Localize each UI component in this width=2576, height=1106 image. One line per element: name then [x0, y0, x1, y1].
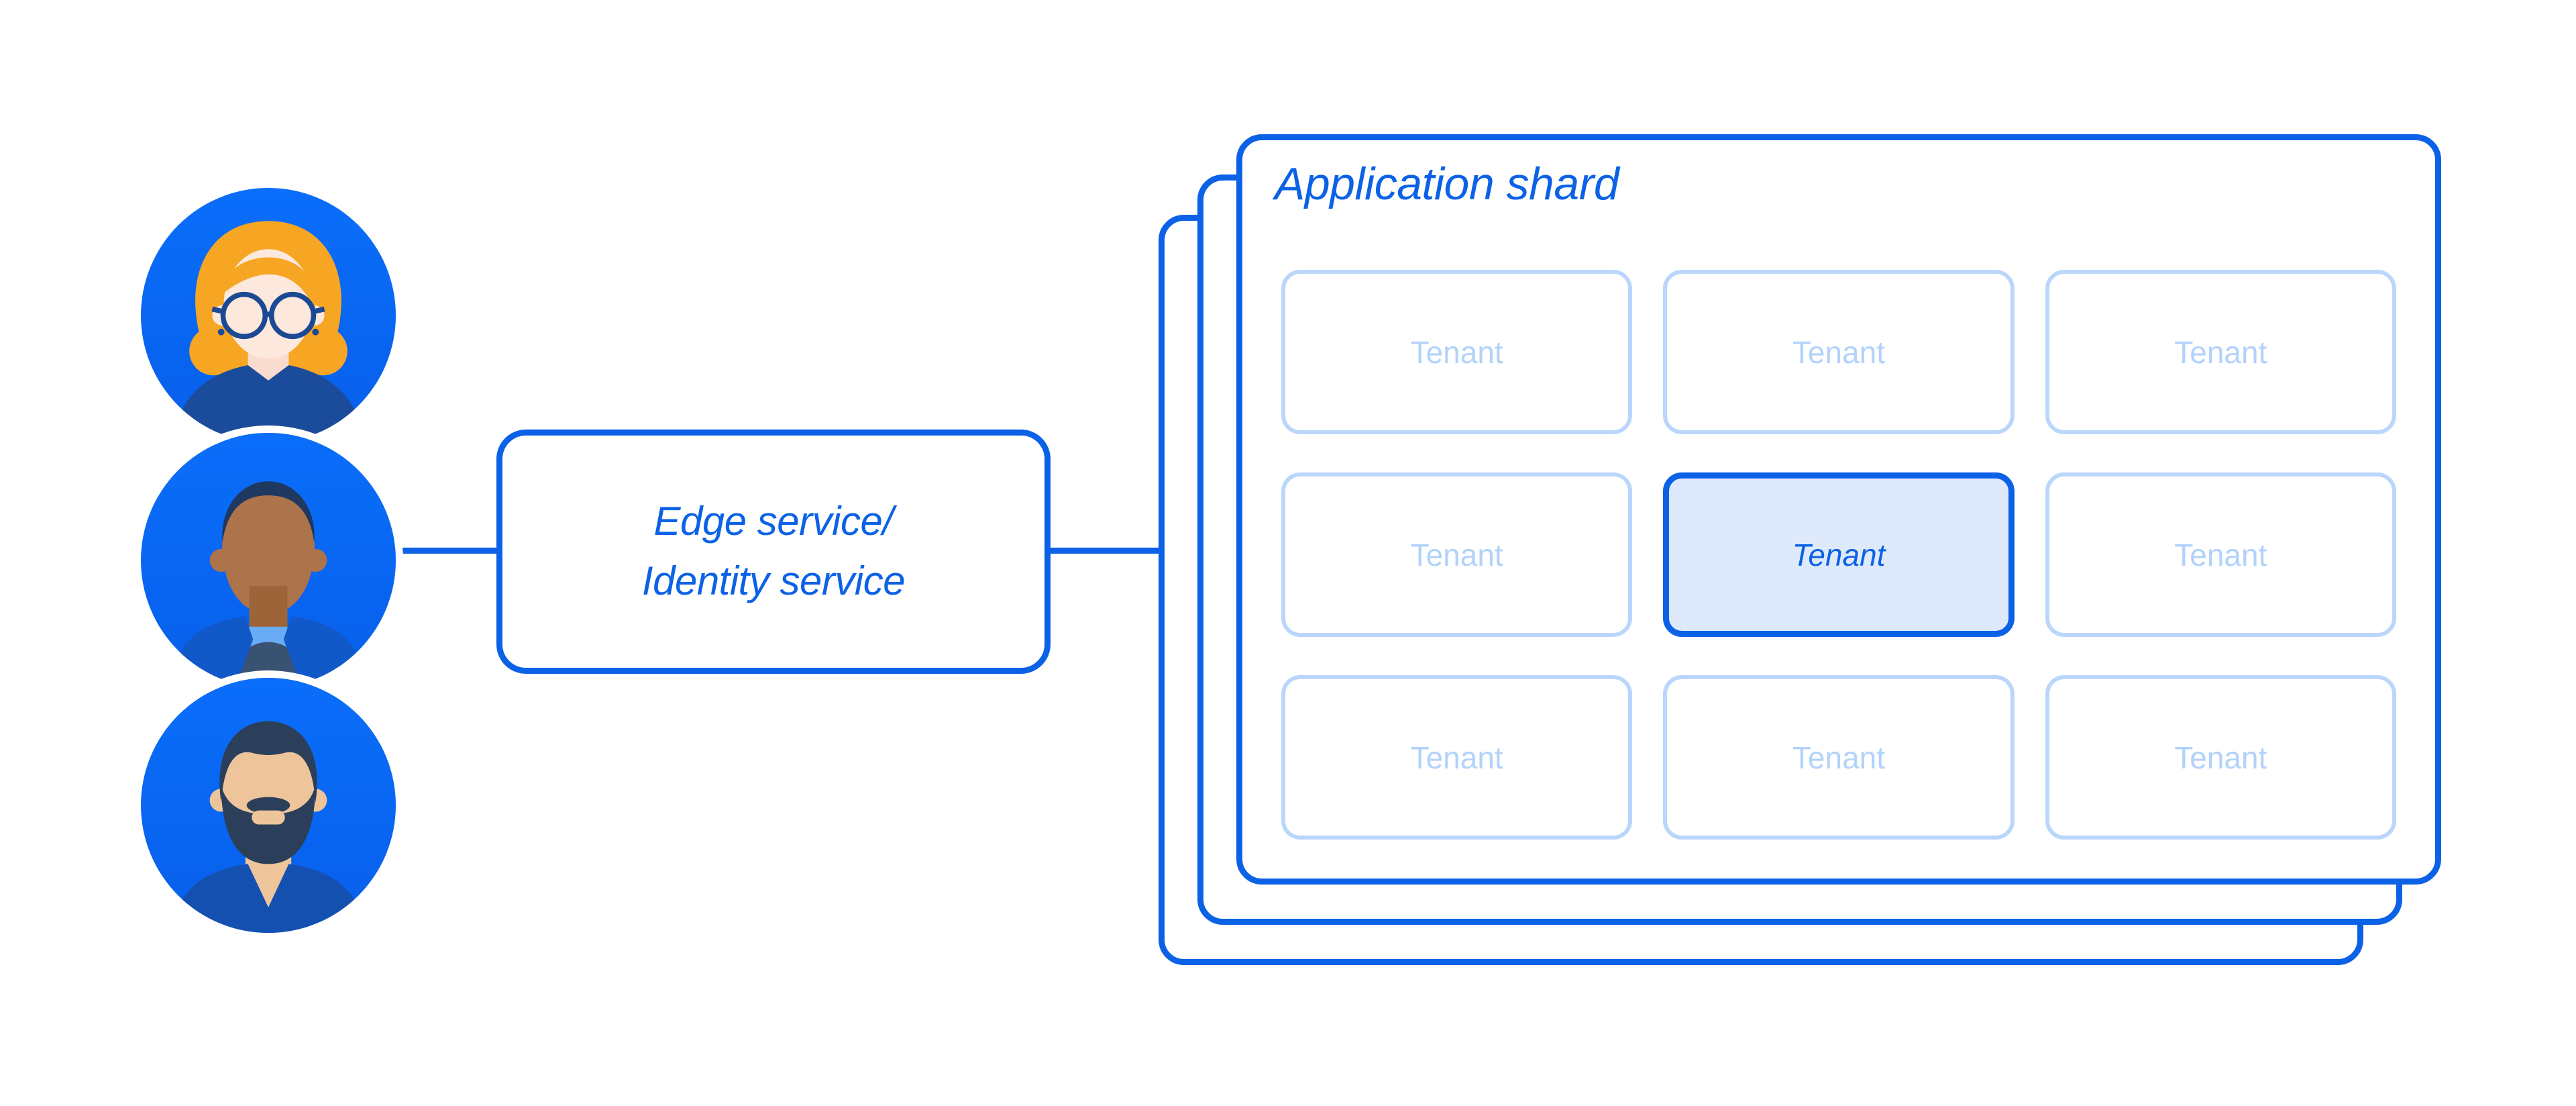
bald-man-illustration — [171, 481, 366, 688]
application-shard-title: Application shard — [1275, 158, 1619, 209]
edge-service-label-line1: Edge service/ — [653, 499, 894, 544]
tenant-label: Tenant — [2174, 334, 2267, 370]
tenant-box: Tenant — [1281, 675, 1633, 840]
tenant-box: Tenant — [1281, 270, 1633, 434]
bald-man-avatar-icon — [141, 433, 396, 688]
tenant-box: Tenant — [2045, 270, 2396, 434]
tenant-box: Tenant — [1663, 270, 2015, 434]
tenant-grid: Tenant Tenant Tenant Tenant Tenant Tenan… — [1281, 270, 2396, 840]
edge-service-label: Edge service/ Identity service — [641, 492, 906, 611]
tenant-label: Tenant — [1410, 334, 1503, 370]
tenant-box: Tenant — [1281, 472, 1633, 637]
bearded-man-avatar-icon — [141, 678, 396, 933]
tenant-label: Tenant — [2174, 740, 2267, 775]
tenant-label: Tenant — [1792, 537, 1886, 572]
tenant-box-highlighted: Tenant — [1663, 472, 2015, 637]
tenant-label: Tenant — [2174, 537, 2267, 572]
edge-service-box: Edge service/ Identity service — [496, 430, 1051, 674]
tenant-box: Tenant — [1663, 675, 2015, 840]
tenant-label: Tenant — [1410, 740, 1503, 775]
tenant-label: Tenant — [1792, 334, 1886, 370]
tenant-box: Tenant — [2045, 472, 2396, 637]
tenant-label: Tenant — [1792, 740, 1886, 775]
edge-service-label-line2: Identity service — [641, 558, 906, 603]
connector-edge-service-to-shard — [1048, 548, 1165, 554]
tenant-box: Tenant — [2045, 675, 2396, 840]
application-shard-card-front: Application shard Tenant Tenant Tenant T… — [1236, 134, 2441, 885]
tenant-label: Tenant — [1410, 537, 1503, 572]
woman-glasses-illustration — [174, 221, 363, 443]
connector-users-to-edge-service — [393, 548, 499, 554]
woman-glasses-avatar-icon — [141, 188, 396, 443]
bearded-man-illustration — [171, 721, 366, 933]
